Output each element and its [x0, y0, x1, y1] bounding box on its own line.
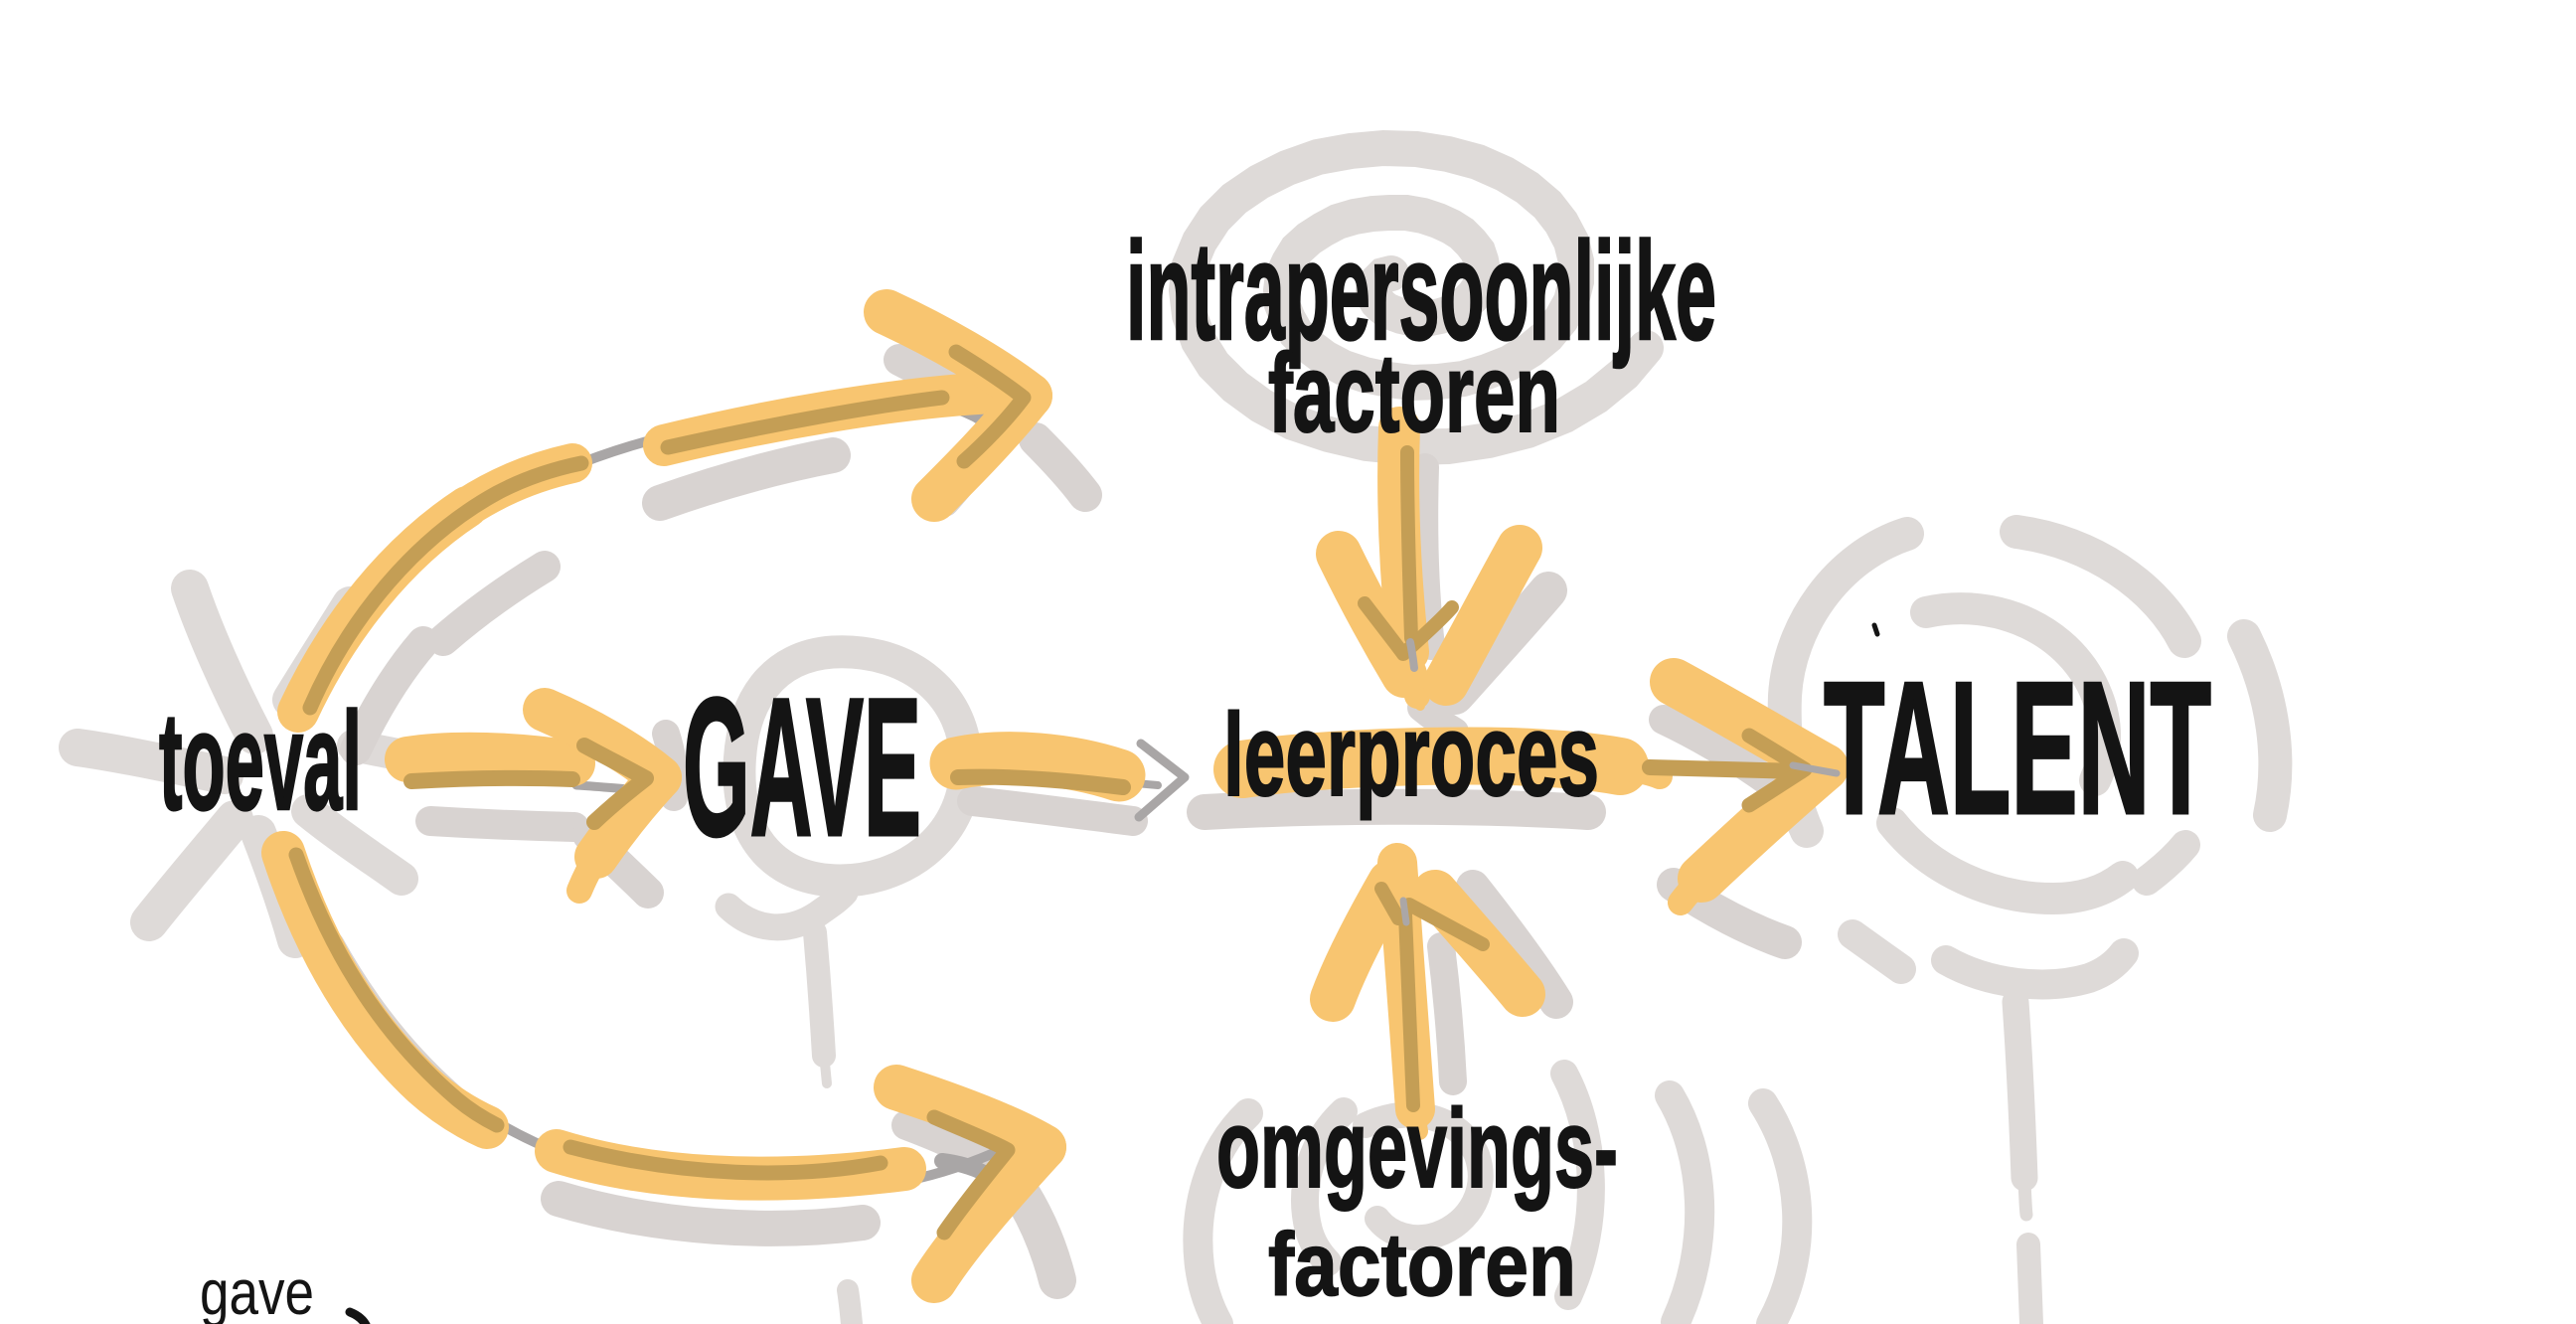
svg-text:factoren: factoren [1268, 331, 1560, 455]
svg-text:intrapersoonlijke: intrapersoonlijke [1126, 213, 1716, 369]
svg-text:factoren: factoren [1268, 1216, 1576, 1315]
svg-text:TALENT: TALENT [1824, 643, 2211, 854]
svg-text:omgevings-: omgevings- [1216, 1086, 1618, 1211]
svg-text:GAVE: GAVE [683, 657, 921, 877]
svg-text:gave: gave [200, 1256, 314, 1324]
svg-text:leerproces: leerproces [1223, 690, 1599, 821]
svg-text:toeval: toeval [159, 683, 362, 839]
